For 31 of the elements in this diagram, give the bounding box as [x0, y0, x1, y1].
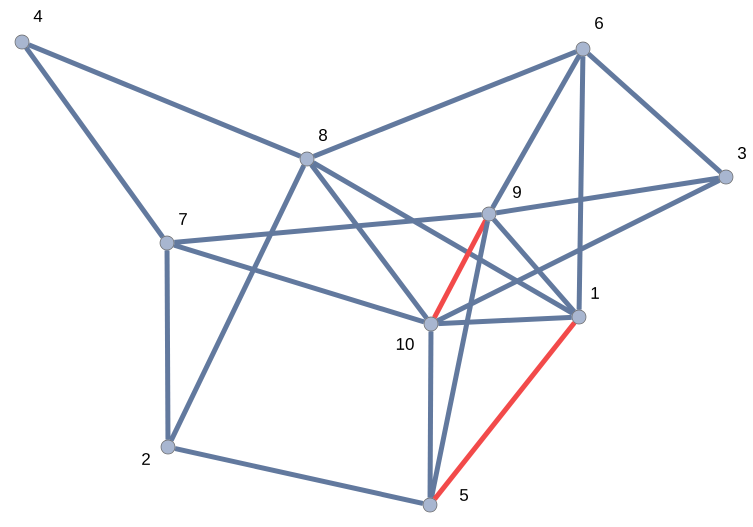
edge-line [174, 212, 482, 245]
edge-line [173, 242, 425, 324]
vertex-label: 6 [595, 17, 603, 29]
edge-line [168, 164, 306, 442]
vertex-label: 10 [396, 338, 414, 350]
edge-line [432, 321, 576, 501]
vertex-label: 5 [460, 489, 468, 501]
edge-line [438, 314, 572, 326]
edge-line [312, 49, 578, 159]
vertex-label: 1 [592, 287, 599, 299]
edge-line [24, 46, 165, 238]
vertex-label: 7 [179, 213, 187, 225]
edge-line [174, 446, 424, 506]
vertex-label: 4 [34, 10, 42, 22]
edge-line [496, 176, 720, 216]
edge-line [429, 220, 490, 498]
edge-line [164, 250, 170, 440]
edge-line [432, 219, 488, 319]
vertex-label: 2 [142, 453, 150, 465]
edge-line [586, 52, 722, 174]
vertex-label: 8 [319, 129, 327, 141]
vertex-label: 9 [513, 186, 521, 198]
vertex-label: 3 [738, 147, 746, 159]
edge-line [490, 54, 582, 209]
edge-line [28, 42, 302, 159]
edge-line [428, 331, 434, 498]
edge-line [312, 160, 574, 316]
edge-line [492, 218, 576, 314]
edge-line [436, 178, 721, 323]
edge-line [309, 163, 429, 320]
edge-line [576, 56, 586, 310]
